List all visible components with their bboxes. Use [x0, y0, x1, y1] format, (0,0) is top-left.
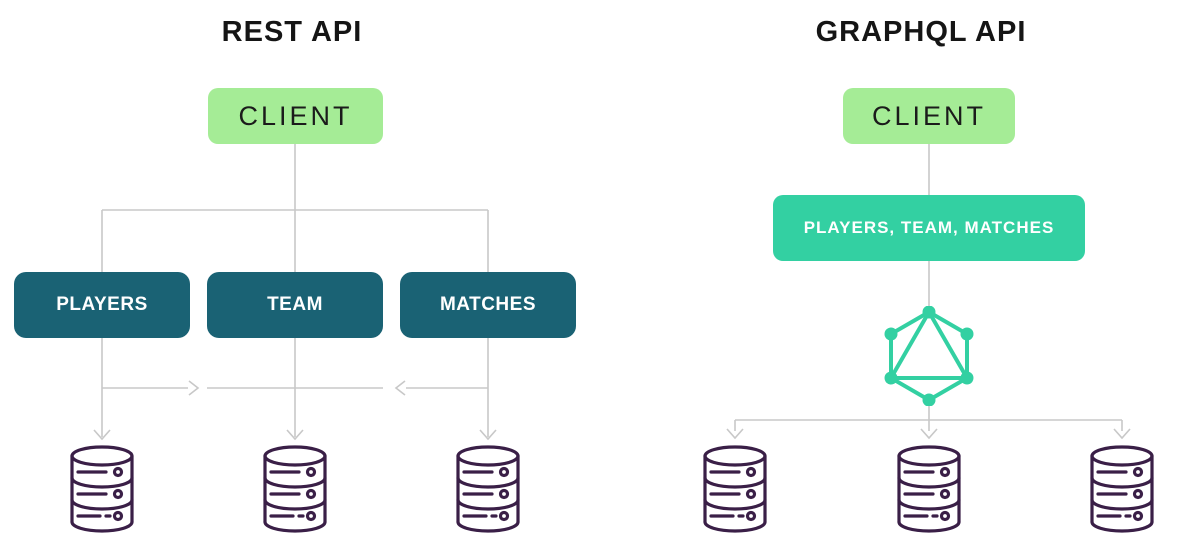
arrow-right-icon — [188, 380, 200, 396]
graphql-logo-icon — [884, 306, 974, 406]
arrow-down-icon — [726, 428, 744, 440]
arrow-down-icon — [1113, 428, 1131, 440]
rest-client-box: CLIENT — [208, 88, 383, 144]
graphql-client-box: CLIENT — [843, 88, 1015, 144]
database-icon — [263, 445, 327, 533]
database-icon — [1090, 445, 1154, 533]
arrow-down-icon — [93, 429, 111, 441]
database-icon — [703, 445, 767, 533]
arrow-down-icon — [920, 428, 938, 440]
arrow-down-icon — [479, 429, 497, 441]
database-icon — [897, 445, 961, 533]
graphql-title: GRAPHQL API — [815, 16, 1027, 48]
rest-endpoint-matches: MATCHES — [400, 272, 576, 338]
rest-title: REST API — [221, 16, 363, 48]
rest-endpoint-players: PLAYERS — [14, 272, 190, 338]
database-icon — [456, 445, 520, 533]
rest-endpoint-team: TEAM — [207, 272, 383, 338]
arrow-down-icon — [286, 429, 304, 441]
database-icon — [70, 445, 134, 533]
graphql-gateway-box: PLAYERS, TEAM, MATCHES — [773, 195, 1085, 261]
arrow-left-icon — [394, 380, 406, 396]
